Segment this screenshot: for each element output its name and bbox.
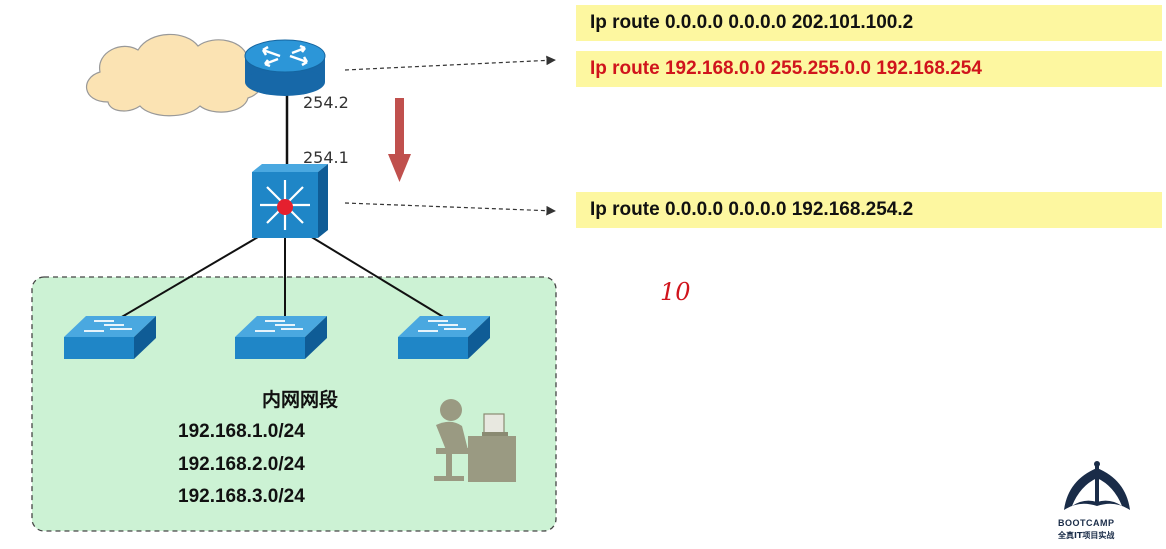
lan-subnet-2: 192.168.2.0/24: [178, 454, 305, 475]
route-l3-default: Ip route 0.0.0.0 0.0.0.0 192.168.254.2: [576, 192, 1162, 228]
route-core-default: Ip route 0.0.0.0 0.0.0.0 202.101.100.2: [576, 5, 1162, 41]
router-icon: [244, 39, 326, 96]
access-switch-1-icon: [64, 316, 156, 359]
route-core-lan: Ip route 192.168.0.0 255.255.0.0 192.168…: [576, 51, 1162, 87]
handwritten-annotation: 10: [660, 278, 691, 306]
lan-subnet-3: 192.168.3.0/24: [178, 486, 305, 507]
access-switch-3-icon: [398, 316, 490, 359]
router-config-pointer: [344, 55, 556, 71]
lan-subnet-1: 192.168.1.0/24: [178, 421, 305, 442]
l3-config-pointer: [344, 202, 556, 216]
l3switch-ip-label: 254.1: [303, 148, 349, 167]
logo-wordmark: BOOTCAMP: [1058, 518, 1115, 528]
router-ip-label: 254.2: [303, 93, 349, 112]
red-down-arrow: [388, 98, 411, 182]
bootcamp-logo-icon: [1064, 461, 1130, 510]
user-workstation-icon: [434, 399, 516, 482]
access-switch-2-icon: [235, 316, 327, 359]
logo-tagline: 全真IT项目实战: [1058, 531, 1115, 540]
l3-switch1-link: [119, 229, 271, 319]
internet-cloud-icon: [85, 33, 265, 117]
l3-switch-icon: [252, 164, 328, 238]
l3-switch3-link: [299, 229, 446, 319]
lan-title: 内网网段: [262, 390, 339, 411]
